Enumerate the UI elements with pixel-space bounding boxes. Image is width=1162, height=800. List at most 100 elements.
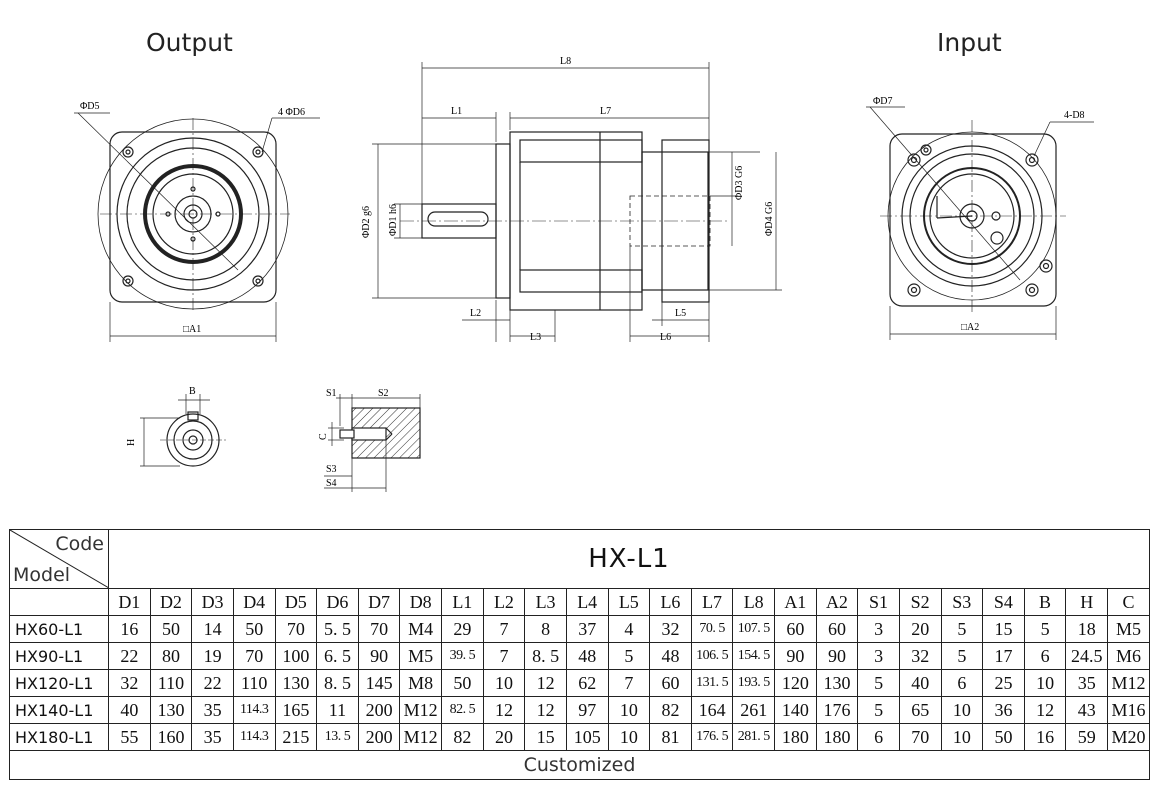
value-cell-d5: 100 bbox=[274, 642, 318, 670]
input-view-title: Input bbox=[937, 28, 1002, 57]
column-header-l8: L8 bbox=[732, 588, 775, 616]
value-cell-c: M6 bbox=[1107, 642, 1150, 670]
l7-label: L7 bbox=[600, 106, 611, 117]
value-cell-l7: 106. 5 bbox=[690, 642, 734, 670]
value-cell-a1: 180 bbox=[774, 723, 817, 751]
value-cell-d7: 145 bbox=[357, 669, 401, 697]
corner-diagonal bbox=[10, 530, 108, 588]
value-cell-d1: 22 bbox=[108, 642, 151, 670]
b-label: B bbox=[189, 386, 196, 397]
value-cell-d1: 55 bbox=[108, 723, 151, 751]
value-cell-l6: 81 bbox=[649, 723, 692, 751]
value-cell-d3: 14 bbox=[191, 615, 234, 643]
model-cell: HX120-L1 bbox=[9, 669, 109, 697]
corner-code-label: Code bbox=[55, 533, 104, 555]
value-cell-d8: M12 bbox=[399, 696, 442, 724]
value-cell-s2: 20 bbox=[898, 615, 942, 643]
value-cell-l1: 39. 5 bbox=[441, 642, 484, 670]
column-header-h: H bbox=[1065, 588, 1108, 616]
model-cell: HX60-L1 bbox=[9, 615, 109, 643]
column-header-l6: L6 bbox=[649, 588, 692, 616]
value-cell-l2: 10 bbox=[482, 669, 526, 697]
value-cell-a2: 180 bbox=[815, 723, 859, 751]
a2-label: □A2 bbox=[961, 322, 979, 333]
value-cell-a2: 130 bbox=[815, 669, 859, 697]
d7-label: ΦD7 bbox=[873, 96, 893, 107]
value-cell-d8: M4 bbox=[399, 615, 442, 643]
value-cell-l4: 37 bbox=[565, 615, 609, 643]
value-cell-h: 35 bbox=[1065, 669, 1108, 697]
value-cell-s4: 17 bbox=[982, 642, 1025, 670]
value-cell-b: 6 bbox=[1023, 642, 1067, 670]
value-cell-l3: 12 bbox=[524, 669, 567, 697]
column-header-l7: L7 bbox=[690, 588, 734, 616]
value-cell-l5: 5 bbox=[607, 642, 651, 670]
value-cell-d2: 50 bbox=[149, 615, 193, 643]
corner-model-label: Model bbox=[13, 564, 71, 586]
output-flange-view bbox=[74, 112, 320, 342]
value-cell-l4: 62 bbox=[565, 669, 609, 697]
value-cell-a2: 60 bbox=[815, 615, 859, 643]
value-cell-d7: 90 bbox=[357, 642, 401, 670]
value-cell-l6: 82 bbox=[649, 696, 692, 724]
model-cell: HX90-L1 bbox=[9, 642, 109, 670]
value-cell-d8: M12 bbox=[399, 723, 442, 751]
shaft-end-view bbox=[140, 394, 226, 467]
value-cell-l7: 131. 5 bbox=[690, 669, 734, 697]
column-header-b: B bbox=[1023, 588, 1067, 616]
value-cell-d4: 114.3 bbox=[232, 723, 276, 751]
l3-label: L3 bbox=[530, 332, 541, 343]
value-cell-l8: 154. 5 bbox=[732, 642, 775, 670]
value-cell-l1: 29 bbox=[441, 615, 484, 643]
column-header-a1: A1 bbox=[774, 588, 817, 616]
column-header-l3: L3 bbox=[524, 588, 567, 616]
h-label: H bbox=[126, 439, 137, 446]
technical-drawing: ΦD5 4 ΦD6 □A1 bbox=[74, 56, 1094, 492]
value-cell-d7: 70 bbox=[357, 615, 401, 643]
value-cell-d5: 130 bbox=[274, 669, 318, 697]
value-cell-l5: 4 bbox=[607, 615, 651, 643]
value-cell-h: 59 bbox=[1065, 723, 1108, 751]
value-cell-b: 12 bbox=[1023, 696, 1067, 724]
l6-label: L6 bbox=[660, 332, 671, 343]
value-cell-d8: M5 bbox=[399, 642, 442, 670]
value-cell-s2: 70 bbox=[898, 723, 942, 751]
value-cell-l7: 70. 5 bbox=[690, 615, 734, 643]
output-view-title: Output bbox=[146, 28, 233, 57]
column-header-d4: D4 bbox=[232, 588, 276, 616]
value-cell-d5: 70 bbox=[274, 615, 318, 643]
l5-label: L5 bbox=[675, 308, 686, 319]
value-cell-l6: 32 bbox=[649, 615, 692, 643]
value-cell-a2: 90 bbox=[815, 642, 859, 670]
value-cell-s2: 65 bbox=[898, 696, 942, 724]
value-cell-d6: 13. 5 bbox=[316, 723, 359, 751]
value-cell-s1: 3 bbox=[857, 642, 900, 670]
column-header-l4: L4 bbox=[565, 588, 609, 616]
column-header-c: C bbox=[1107, 588, 1150, 616]
model-cell: HX140-L1 bbox=[9, 696, 109, 724]
value-cell-s2: 40 bbox=[898, 669, 942, 697]
value-cell-a1: 60 bbox=[774, 615, 817, 643]
value-cell-l8: 281. 5 bbox=[732, 723, 775, 751]
column-header-d3: D3 bbox=[191, 588, 234, 616]
value-cell-l2: 7 bbox=[482, 615, 526, 643]
value-cell-l5: 10 bbox=[607, 723, 651, 751]
value-cell-a1: 140 bbox=[774, 696, 817, 724]
value-cell-d3: 35 bbox=[191, 723, 234, 751]
value-cell-s2: 32 bbox=[898, 642, 942, 670]
value-cell-d8: M8 bbox=[399, 669, 442, 697]
s1-label: S1 bbox=[326, 388, 337, 399]
value-cell-h: 18 bbox=[1065, 615, 1108, 643]
column-header-d5: D5 bbox=[274, 588, 318, 616]
column-header-d1: D1 bbox=[108, 588, 151, 616]
footer-row: Customized bbox=[9, 750, 1150, 780]
value-cell-l3: 8. 5 bbox=[524, 642, 567, 670]
value-cell-d1: 16 bbox=[108, 615, 151, 643]
tapped-hole-section bbox=[324, 394, 421, 492]
value-cell-l3: 8 bbox=[524, 615, 567, 643]
value-cell-c: M16 bbox=[1107, 696, 1150, 724]
value-cell-s3: 5 bbox=[940, 615, 984, 643]
value-cell-d4: 70 bbox=[232, 642, 276, 670]
